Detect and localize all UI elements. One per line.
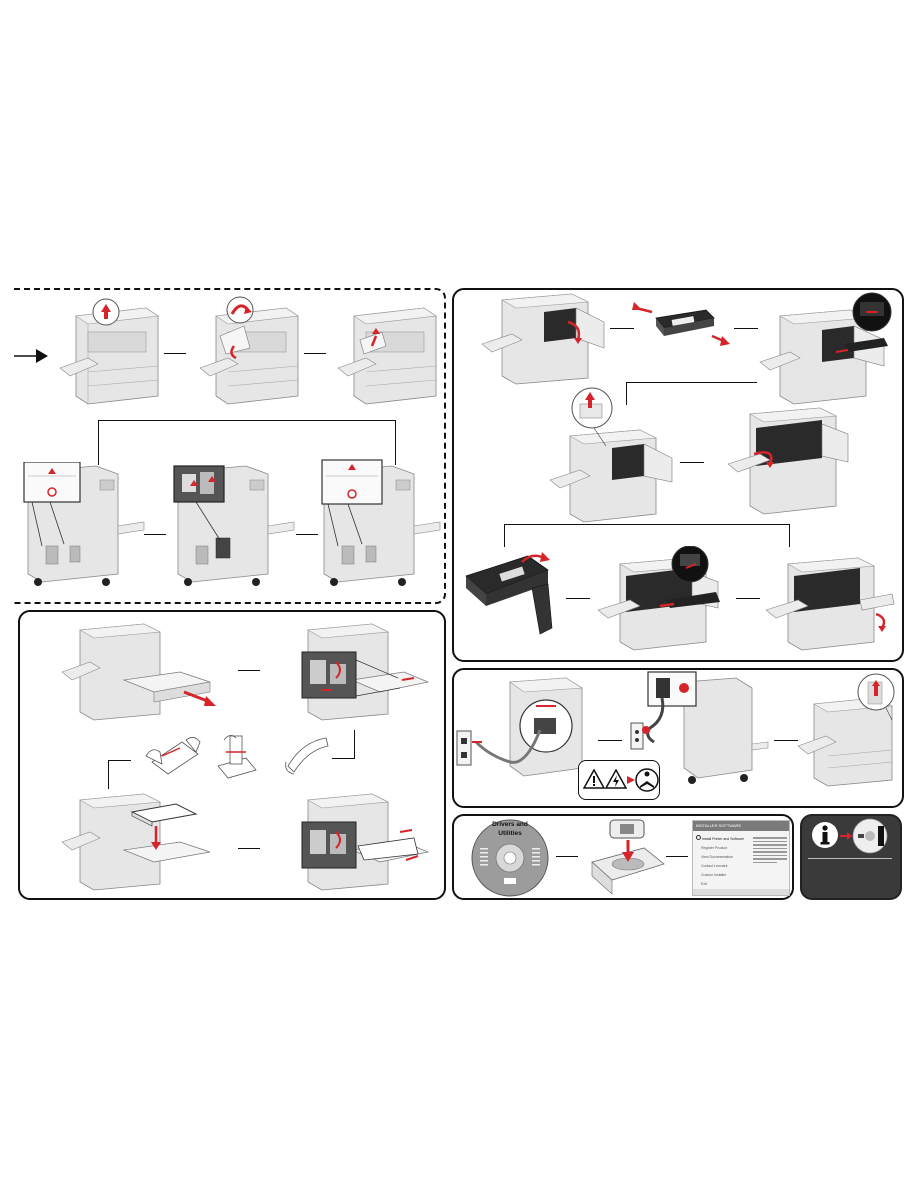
printer-insert-paper [61, 793, 211, 891]
cd-disc-small [852, 818, 888, 854]
toner-cartridge-shake [632, 302, 730, 346]
paper-flex-step-1 [145, 737, 201, 775]
step-connector [238, 670, 260, 671]
printer-step-1 [59, 298, 159, 405]
step-connector [238, 848, 260, 849]
step-connector [144, 534, 166, 535]
row-connector [98, 420, 396, 465]
info-divider [808, 858, 892, 859]
menu-item-custom[interactable]: Custom Installer [701, 873, 727, 877]
menu-item-documentation[interactable]: View Documentation [701, 855, 734, 859]
step-connector [598, 740, 622, 741]
step-connector [680, 462, 704, 463]
warning-triangle-icon [605, 769, 627, 789]
printer-set-paper-size [301, 793, 430, 891]
printer-power-on [797, 673, 895, 787]
printer-back-ethernet [472, 677, 583, 777]
installer-window: INSTALLER SOFTWARE Install Printer and S… [692, 820, 790, 896]
row-connector-mask [99, 400, 393, 420]
step-connector [304, 353, 326, 354]
cd-label-line2: Utilities [498, 830, 522, 837]
step-connector [164, 353, 186, 354]
paper-flex-step-3 [285, 737, 329, 775]
printer-open-side-door [727, 407, 849, 515]
step-connector [774, 740, 798, 741]
printer-power-cord [642, 671, 769, 784]
printer-step-2 [199, 296, 299, 405]
connector-left-down [108, 760, 131, 789]
printer-back-step-2 [173, 465, 295, 586]
step-connector [734, 328, 758, 329]
cd-label-line1: Drivers and [492, 821, 528, 828]
step-connector [736, 598, 760, 599]
wall-outlet-power [630, 722, 644, 750]
menu-item-exit[interactable]: Exit [701, 882, 707, 886]
cd-label: Drivers and Utilities [470, 820, 550, 838]
radio-icon [696, 835, 701, 840]
installer-header: INSTALLER SOFTWARE [693, 821, 789, 831]
wall-outlet [456, 730, 472, 766]
insert-cd-into-drive [591, 819, 665, 895]
installer-menu: Install Printer and Software Register Pr… [696, 835, 746, 889]
installer-description [753, 837, 787, 863]
safety-warning-box [578, 760, 660, 800]
printer-insert-toner [759, 292, 892, 405]
row-connector [504, 524, 790, 547]
read-manual-icon [635, 768, 659, 792]
printer-close-doors [765, 557, 895, 651]
connector-right-down [332, 730, 355, 759]
printer-open-tray [61, 623, 216, 721]
printer-adjust-guides [301, 623, 430, 721]
menu-item-contact[interactable]: Contact Lexmark [701, 864, 728, 868]
step-connector [610, 328, 634, 329]
menu-item-register[interactable]: Register Product [701, 846, 728, 850]
menu-item-install[interactable]: Install Printer and Software [696, 835, 746, 844]
step-connector [556, 856, 578, 857]
printer-insert-photoconductor [597, 546, 720, 651]
info-icon [812, 822, 838, 848]
printer-step-3 [337, 307, 437, 405]
dashed-panel-unpacking [14, 288, 446, 604]
printer-back-step-1 [23, 462, 145, 586]
printer-close-toner-door [549, 387, 673, 523]
arrow-right-icon [627, 776, 635, 784]
step-connector [566, 598, 590, 599]
arrow-right-icon [14, 349, 48, 363]
paper-flex-step-2 [217, 735, 257, 779]
photoconductor-unit [465, 552, 553, 635]
arrow-right-icon [840, 832, 852, 840]
cd-disc [471, 819, 549, 897]
step-connector [296, 534, 318, 535]
warning-triangle-icon [583, 769, 605, 789]
printer-back-step-3 [321, 459, 441, 586]
step-connector [666, 856, 688, 857]
row-connector [626, 382, 757, 405]
printer-open-front-door [481, 293, 605, 385]
